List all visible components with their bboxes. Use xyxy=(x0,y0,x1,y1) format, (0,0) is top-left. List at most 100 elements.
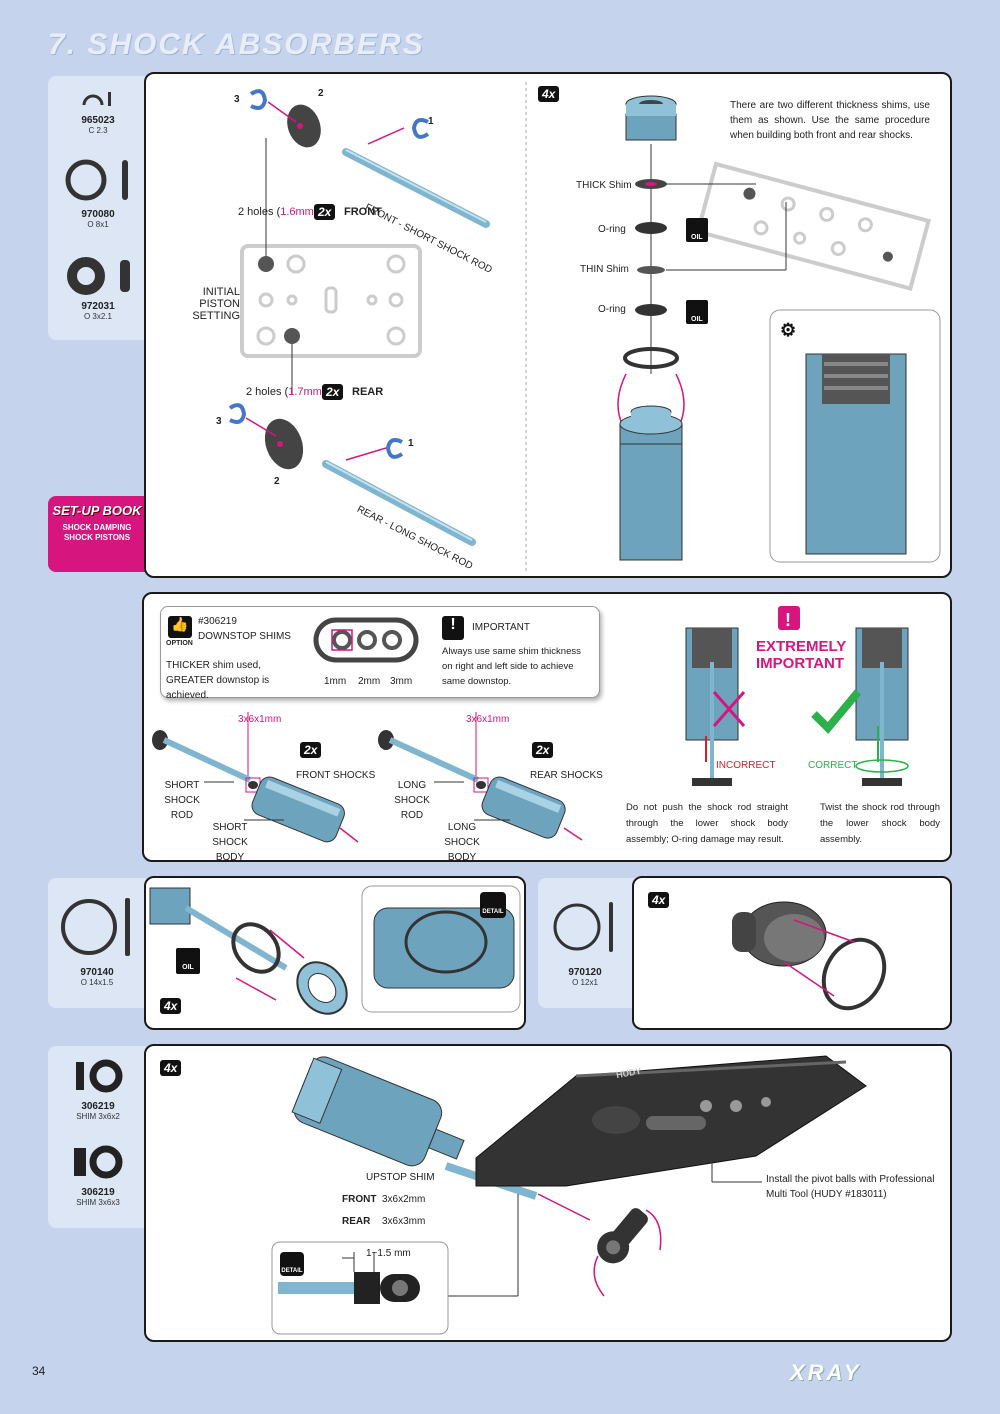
part-306219-3: 306219 SHIM 3x6x3 xyxy=(58,1142,138,1207)
parts-bar-step6 xyxy=(48,1046,146,1228)
shock-cap-top xyxy=(625,95,677,141)
medium-o-ring-icon xyxy=(553,902,613,952)
shock-rod-assembly-illustration xyxy=(152,712,583,843)
shim-2mm-icon xyxy=(76,1059,123,1093)
incorrect-text: Do not push the shock rod straight throu… xyxy=(626,802,788,845)
step5-qty: 4x xyxy=(648,892,670,908)
svg-text:!: ! xyxy=(785,610,791,630)
rear-shock-rod xyxy=(322,460,476,546)
panel-step4: OIL 4x DETAIL xyxy=(144,876,526,1030)
incorrect-label: INCORRECT xyxy=(716,760,776,771)
panel-step1-2: OIL OIL ⚙ 4x 3 2 1 FRONT - SHORT SHOCK R… xyxy=(144,72,952,578)
front-shocks-qty: 2x xyxy=(300,742,322,758)
parts-bar-step5 xyxy=(538,878,636,1008)
oil-icon-1: OIL xyxy=(686,218,708,242)
thumbs-up-icon: 👍 xyxy=(168,616,192,638)
rear-piston xyxy=(264,418,304,470)
shim-size-rear: 3x6x1mm xyxy=(466,714,510,725)
short-rod-label: SHORT SHOCK ROD xyxy=(164,780,200,821)
option-text: THICKER shim used, GREATER downstop is a… xyxy=(166,660,270,701)
rear-label: REAR xyxy=(352,386,384,398)
part-970080: 970080 O 8x1 xyxy=(60,156,136,229)
o-ring-2 xyxy=(635,304,667,316)
panel-step3: 👍 OPTION #306219 DOWNSTOP SHIMS THICKER … xyxy=(142,592,952,862)
svg-text:OIL: OIL xyxy=(691,316,703,323)
short-body-label: SHORT SHOCK BODY xyxy=(212,822,248,862)
setup-book-tag[interactable]: SET-UP BOOK SHOCK DAMPING SHOCK PISTONS xyxy=(48,496,146,572)
step1-2-illustration: OIL OIL ⚙ xyxy=(228,82,941,572)
front-shocks-label: FRONT SHOCKS xyxy=(296,770,376,781)
front-holes-label: 2 holes (1.6mm) xyxy=(238,206,318,218)
o-ring-1 xyxy=(635,222,667,234)
thin-shim-label: THIN Shim xyxy=(580,264,629,275)
part-306219-2: 306219 SHIM 3x6x2 xyxy=(58,1056,138,1121)
thick-shim-label: THICK Shim xyxy=(576,180,632,191)
part-970140: 970140 O 14x1.5 xyxy=(52,892,142,987)
qty-badge-4x: 4x xyxy=(538,86,560,102)
step4-illustration xyxy=(149,885,521,1015)
part-970120: 970120 O 12x1 xyxy=(540,892,630,987)
step6-qty: 4x xyxy=(160,1060,182,1076)
svg-text:OIL: OIL xyxy=(691,234,703,241)
shim-3mm-icon xyxy=(74,1145,123,1179)
page-number: 34 xyxy=(32,1364,46,1378)
rear-qty-badge: 2x xyxy=(322,384,344,400)
important-text: Always use same shim thickness on right … xyxy=(442,646,581,687)
long-rod-label: LONG SHOCK ROD xyxy=(394,780,430,821)
shim-note: There are two different thickness shims,… xyxy=(730,100,930,141)
e-clip-icon xyxy=(82,92,111,106)
correct-text: Twist the shock rod through the lower sh… xyxy=(820,802,940,845)
shim-size-front: 3x6x1mm xyxy=(238,714,282,725)
front-qty-badge: 2x xyxy=(314,204,336,220)
correct-incorrect-illustration: ! xyxy=(685,606,909,786)
important-title: IMPORTANT xyxy=(472,622,530,633)
part-965023: 965023 C 2.3 xyxy=(68,88,128,135)
detail-magnifier-icon: DETAIL xyxy=(480,892,506,918)
exclamation-icon: ! xyxy=(442,616,464,640)
rear-holes-label: 2 holes (1.7mm) xyxy=(246,386,326,398)
front-e-clip xyxy=(249,89,268,110)
step4-qty: 4x xyxy=(160,998,182,1014)
oil-icon-2: OIL xyxy=(686,300,708,324)
long-body-label: LONG SHOCK BODY xyxy=(444,822,480,862)
multi-tool-text: Install the pivot balls with Professiona… xyxy=(766,1174,935,1200)
front-label-step6: FRONT xyxy=(342,1194,377,1205)
step-number-2: 2 xyxy=(318,88,324,99)
step6-illustration xyxy=(271,1055,867,1335)
front-shock-rod xyxy=(342,148,490,228)
front-shim-size: 3x6x2mm xyxy=(382,1194,426,1205)
step5-illustration xyxy=(732,901,887,1011)
option-title: DOWNSTOP SHIMS xyxy=(198,631,291,642)
option-part-number: #306219 xyxy=(198,616,237,627)
thick-o-ring-icon xyxy=(67,257,130,295)
o-ring-label-1: O-ring xyxy=(598,224,626,235)
panel-step6: 4x UPSTOP SHIM FRONT 3x6x2mm REAR 3x6x3m… xyxy=(144,1044,952,1342)
front-piston xyxy=(287,104,321,148)
front-label: FRONT xyxy=(344,206,382,218)
detail-magnifier-icon-2: DETAIL xyxy=(280,1252,304,1276)
large-o-ring-icon xyxy=(61,898,130,956)
xray-logo: XRAY xyxy=(790,1360,862,1385)
rear-shocks-qty: 2x xyxy=(532,742,554,758)
panel-step5: 4x xyxy=(632,876,952,1030)
parts-bar-step1 xyxy=(48,76,146,340)
part-972031: 972031 O 3x2.1 xyxy=(60,256,136,321)
shock-body-lower xyxy=(619,405,683,561)
rear-label-step6: REAR xyxy=(342,1216,371,1227)
step-number-3: 3 xyxy=(234,94,240,105)
thin-shim xyxy=(637,266,665,274)
o-ring-label-2: O-ring xyxy=(598,304,626,315)
shim-sprue xyxy=(695,161,931,292)
o-ring-icon xyxy=(65,159,128,201)
oil-icon-3: OIL xyxy=(176,948,200,974)
extremely-important-label: EXTREMELY IMPORTANT xyxy=(756,638,847,672)
rear-shim-size: 3x6x3mm xyxy=(382,1216,426,1227)
upstop-shim-label: UPSTOP SHIM xyxy=(366,1172,435,1183)
svg-text:⚙: ⚙ xyxy=(780,320,796,340)
rear-shocks-label: REAR SHOCKS xyxy=(530,770,603,781)
page-title: 7. SHOCK ABSORBERS xyxy=(48,28,425,61)
gap-dimension-label: 1~1.5 mm xyxy=(366,1248,411,1259)
piston-sprue xyxy=(240,244,422,358)
step-number-1: 1 xyxy=(428,116,434,127)
initial-piston-setting-label: INITIAL PISTON SETTING xyxy=(192,286,240,322)
